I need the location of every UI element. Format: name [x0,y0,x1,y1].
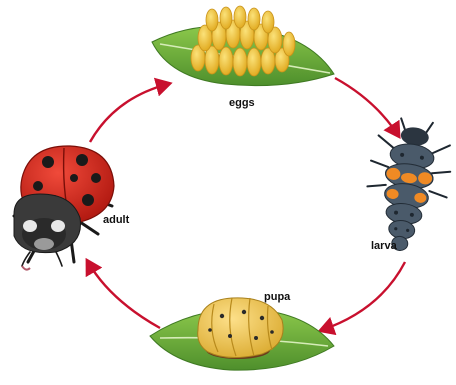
eggs-on-leaf-icon [152,6,334,86]
arrow-larva-to-pupa [322,262,405,330]
larva-label: larva [371,241,397,252]
arrow-pupa-to-adult [88,262,160,328]
ladybug-pupa-on-leaf-icon [150,298,334,370]
egg-cluster [191,6,295,76]
adult-label: adult [103,215,129,226]
ladybug-adult-icon [14,146,114,270]
arrow-adult-to-eggs [90,84,168,142]
ladybug-larva-icon [359,115,456,256]
eggs-label: eggs [229,98,255,109]
pupa-label: pupa [264,292,290,303]
arrow-eggs-to-larva [335,78,398,135]
cycle-arrows [88,78,405,330]
